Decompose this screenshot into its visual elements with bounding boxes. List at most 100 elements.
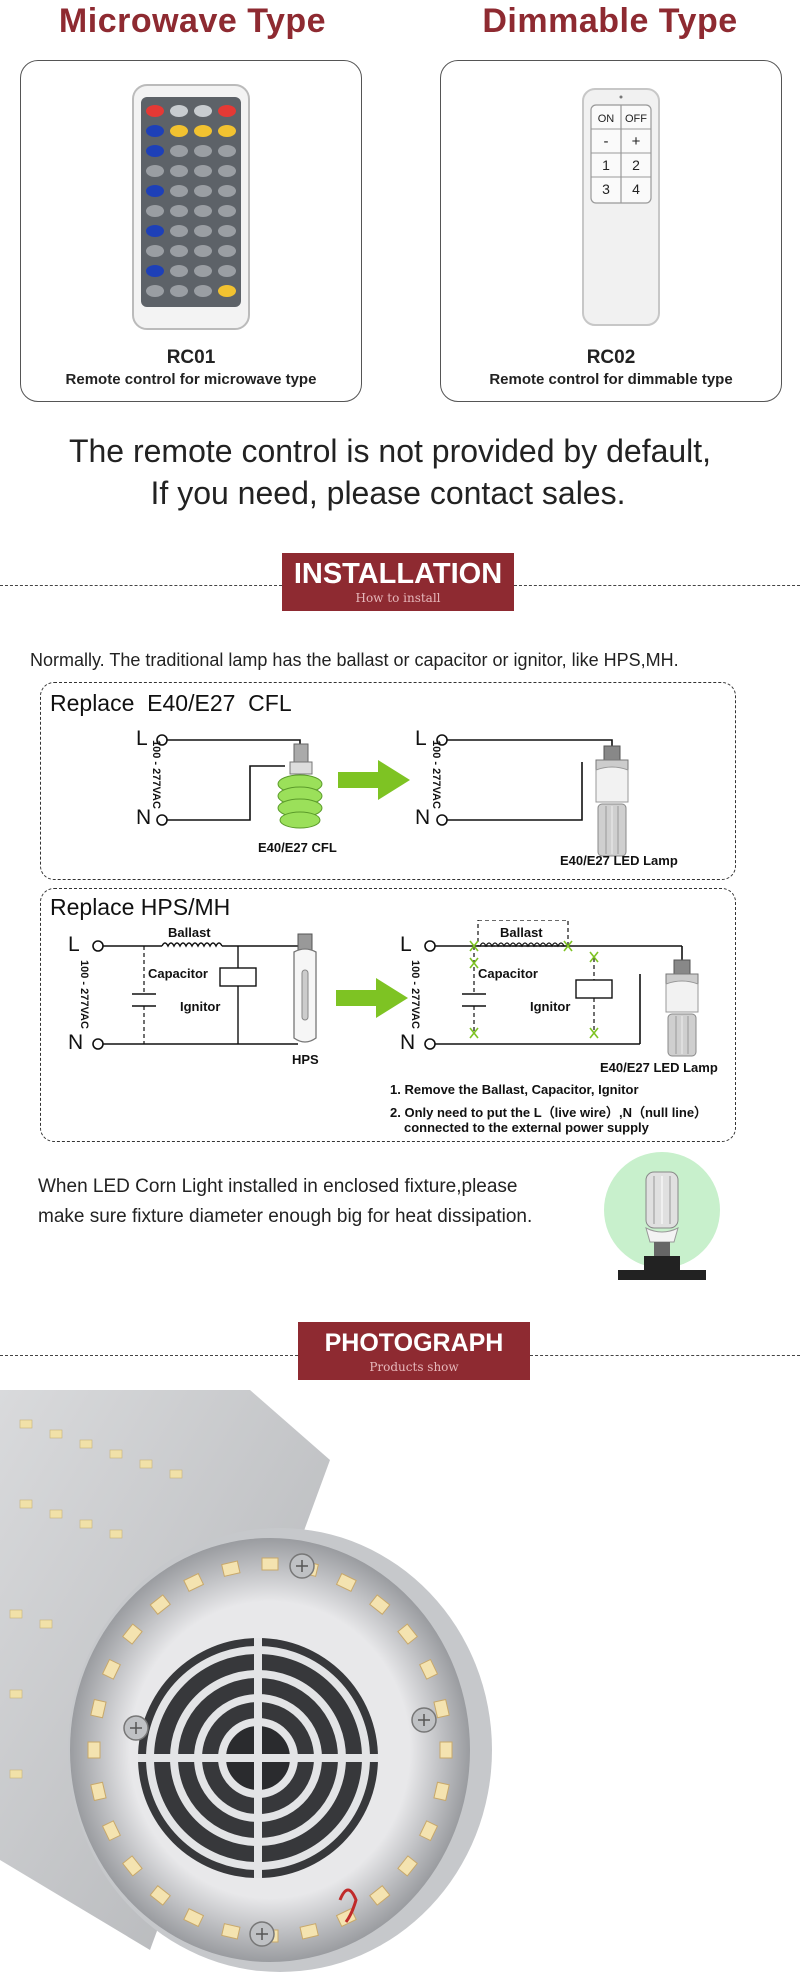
remote-button: [194, 105, 212, 117]
led-corn-lamp-photo: [0, 1390, 492, 1972]
hps-right-voltage: 100 - 277VAC: [409, 960, 421, 1029]
remote-button: [194, 165, 212, 177]
cfl-wiring-diagram: [156, 734, 629, 857]
remote-button: [218, 185, 236, 197]
led-chip: [90, 1781, 107, 1802]
led-chip: [183, 1908, 205, 1928]
remote-button: [194, 185, 212, 197]
key-1: 1: [602, 157, 610, 173]
remote-button: [194, 265, 212, 277]
led-chip: [433, 1781, 450, 1802]
cfl-right-label: E40/E27 LED Lamp: [560, 853, 678, 868]
remote-button: [194, 205, 212, 217]
photograph-banner: PHOTOGRAPH Products show: [298, 1322, 530, 1380]
hps-right-N: N: [400, 1031, 416, 1054]
hps-right-capacitor-label: Capacitor: [478, 966, 538, 981]
hps-right-ballast-label: Ballast: [500, 925, 543, 940]
installation-divider-left: [0, 585, 282, 586]
remote-button: [218, 225, 236, 237]
key-2: 2: [632, 157, 640, 173]
hps-box-title: Replace HPS/MH: [50, 894, 231, 920]
hps-note-2: 2. Only need to put the L（live wire）,N（n…: [390, 1105, 708, 1120]
cfl-left-label: E40/E27 CFL: [258, 840, 337, 855]
hps-note-1: 1. Remove the Ballast, Capacitor, Ignito…: [390, 1082, 639, 1097]
hps-left-L: L: [68, 933, 80, 956]
remote-button: [170, 125, 188, 137]
cfl-right-voltage: 100 - 277VAC: [430, 740, 442, 809]
hps-wiring-diagram: [92, 920, 699, 1057]
hps-ignitor-label: Ignitor: [180, 999, 221, 1014]
hps-capacitor-label: Capacitor: [148, 966, 208, 981]
remote-button: [194, 225, 212, 237]
hps-bulb-label: HPS: [292, 1052, 319, 1067]
remote-button: [146, 265, 164, 277]
remote-button: [146, 185, 164, 197]
rc02-description: Remote control for dimmable type: [489, 371, 733, 388]
remote-button: [218, 265, 236, 277]
notice-line-1: The remote control is not provided by de…: [68, 433, 712, 469]
led-chip: [419, 1820, 439, 1842]
led-chip: [369, 1885, 391, 1906]
remote-button: [170, 225, 188, 237]
arrow-icon: [338, 760, 410, 800]
cfl-box-title: Replace E40/E27 CFL: [50, 690, 292, 716]
led-chip: [221, 1923, 241, 1940]
remote-button: [146, 205, 164, 217]
led-chip: [397, 1855, 418, 1877]
microwave-type-title: Microwave Type: [58, 2, 327, 40]
fixture-note-line-2: make sure fixture diameter enough big fo…: [38, 1206, 533, 1227]
hps-right-L: L: [400, 933, 412, 956]
remote-button: [194, 285, 212, 297]
remote-button: [146, 125, 164, 137]
led-chip: [419, 1658, 439, 1680]
installation-subheading: How to install: [355, 591, 441, 605]
remote-button: [218, 165, 236, 177]
hps-replace-box: [40, 888, 736, 1142]
cfl-left-voltage: 100 - 277VAC: [150, 740, 162, 809]
cfl-left-N: N: [136, 806, 152, 829]
cfl-right-L: L: [415, 727, 427, 750]
hps-ballast-label: Ballast: [168, 925, 211, 940]
dimmable-type-title: Dimmable Type: [482, 2, 738, 40]
led-chip: [221, 1560, 241, 1577]
remote-button: [218, 285, 236, 297]
photograph-subheading: Products show: [369, 1360, 459, 1374]
remote-button: [146, 105, 164, 117]
led-chip: [149, 1885, 171, 1906]
hps-right-lamp-label: E40/E27 LED Lamp: [600, 1060, 718, 1075]
remote-button: [170, 245, 188, 257]
remote-button: [218, 245, 236, 257]
cfl-right-N: N: [415, 806, 431, 829]
remote-button: [146, 245, 164, 257]
key-off: OFF: [625, 113, 647, 125]
key-plus: +: [632, 133, 641, 150]
installation-heading: INSTALLATION: [293, 558, 503, 590]
photograph-divider-left: [0, 1355, 298, 1356]
remote-button: [218, 125, 236, 137]
installation-intro: Normally. The traditional lamp has the b…: [30, 650, 679, 670]
led-chip: [101, 1658, 121, 1680]
led-chip: [261, 1557, 279, 1571]
remote-button: [218, 105, 236, 117]
remote-button: [170, 185, 188, 197]
rc01-code: RC01: [166, 347, 216, 368]
key-on: ON: [598, 113, 615, 125]
led-chip: [439, 1741, 453, 1759]
remote-button: [218, 145, 236, 157]
fixture-note-line-1: When LED Corn Light installed in enclose…: [38, 1176, 518, 1197]
microwave-remote-card: RC01 Remote control for microwave type: [20, 60, 362, 402]
remote-button: [170, 205, 188, 217]
remote-button: [170, 145, 188, 157]
remote-button: [146, 165, 164, 177]
led-chip: [122, 1855, 143, 1877]
hps-left-N: N: [68, 1031, 84, 1054]
notice-line-2: If you need, please contact sales.: [150, 475, 626, 511]
photograph-divider-right: [530, 1355, 800, 1356]
key-minus: -: [604, 133, 609, 150]
remote-button: [170, 265, 188, 277]
led-chip: [122, 1623, 143, 1645]
photograph-heading: PHOTOGRAPH: [324, 1329, 504, 1357]
led-chip: [299, 1923, 319, 1940]
led-chip: [369, 1594, 391, 1615]
hps-right-ignitor-label: Ignitor: [530, 999, 571, 1014]
